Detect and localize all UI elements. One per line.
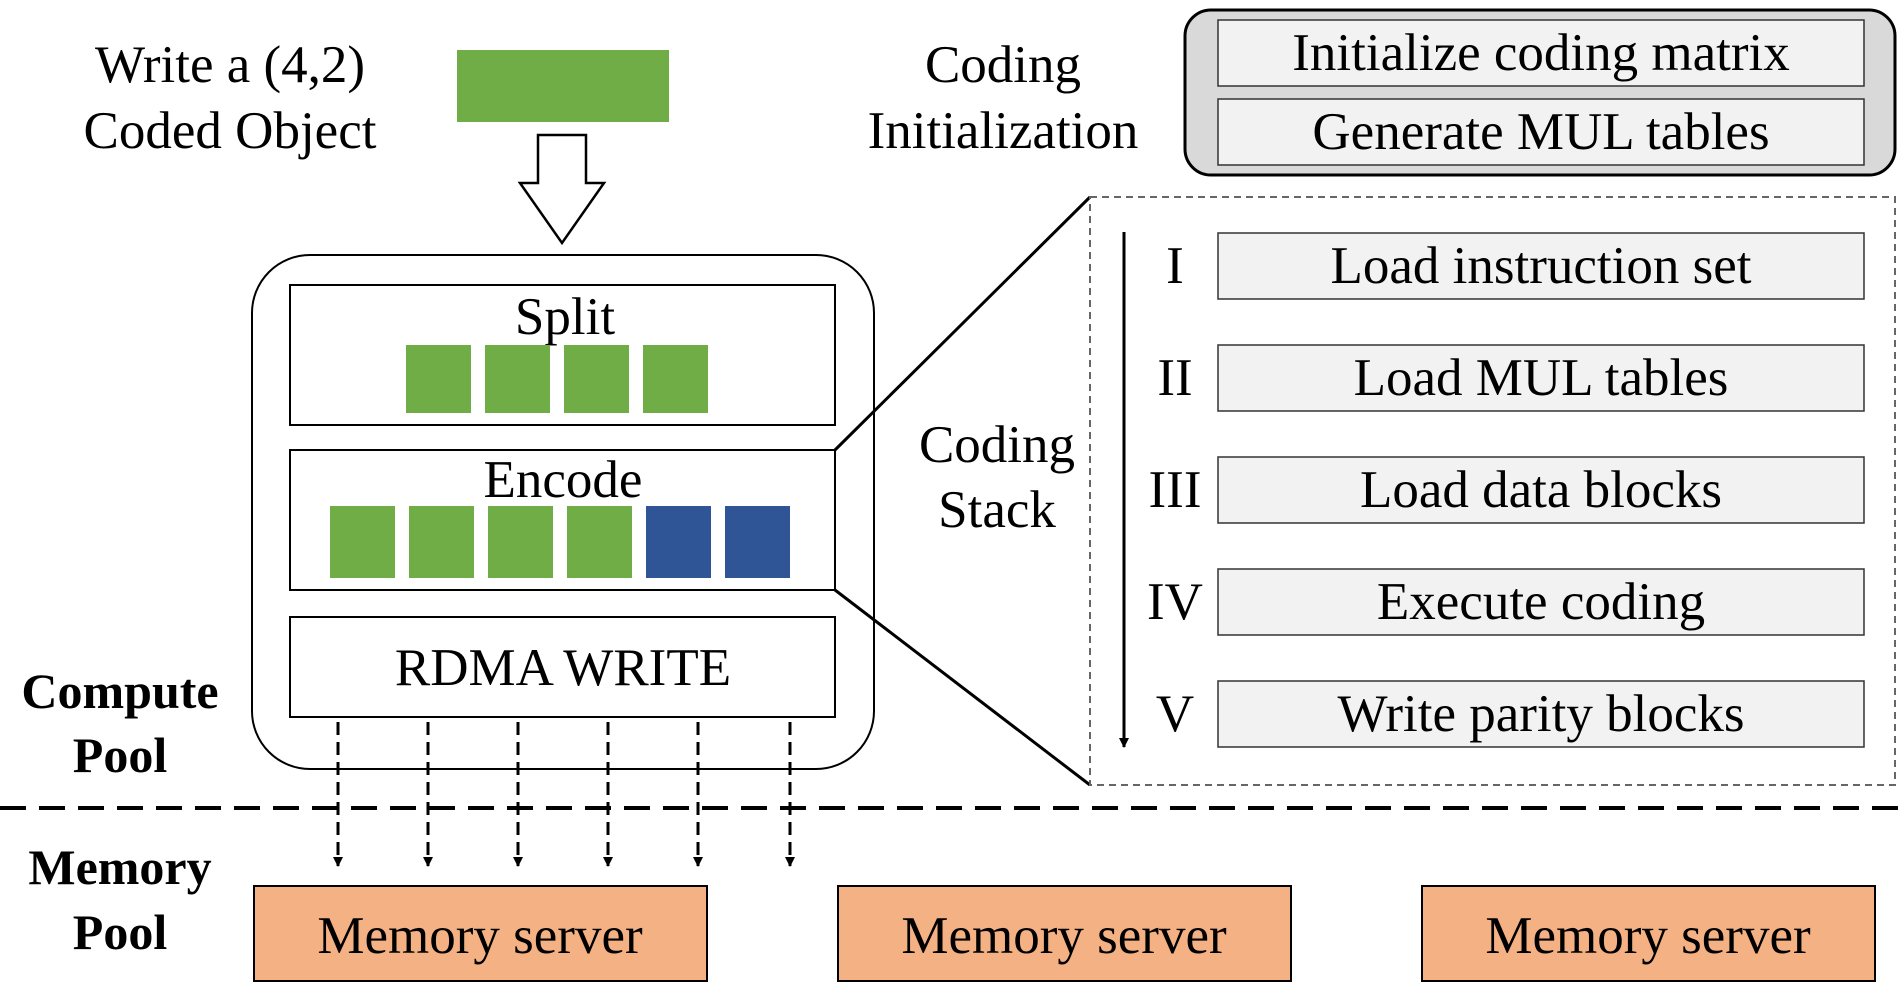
init-step-label: Generate MUL tables — [1312, 103, 1769, 161]
rdma-write-arrows — [333, 722, 795, 867]
stack-step-box — [1217, 344, 1865, 412]
stack-step-box — [1217, 680, 1865, 748]
stack-step-label: Load data blocks — [1360, 461, 1722, 519]
stack-step-numeral: II — [1157, 349, 1192, 407]
split-data-block — [564, 345, 629, 413]
object-title-line2: Coded Object — [84, 102, 377, 160]
zoom-connector-bottom — [834, 588, 1091, 787]
stack-step-box — [1217, 456, 1865, 524]
stack-step-numeral: III — [1149, 461, 1202, 519]
memory-server-label: Memory server — [317, 907, 643, 965]
coding-init-label-line2: Initialization — [868, 102, 1139, 160]
stack-step-label: Write parity blocks — [1337, 685, 1744, 743]
stack-step-label: Load MUL tables — [1354, 349, 1729, 407]
memory-server-box — [1421, 885, 1876, 982]
encode-stage-label: Encode — [484, 451, 643, 509]
stack-step-box — [1217, 568, 1865, 636]
encode-data-block — [330, 506, 395, 578]
encode-data-block — [567, 506, 632, 578]
memory-server-box — [837, 885, 1292, 982]
write-down-arrow — [517, 133, 607, 246]
memory-server-box — [253, 885, 708, 982]
split-data-block — [643, 345, 708, 413]
compute-pool-label-line2: Pool — [73, 727, 168, 783]
stack-step-label: Load instruction set — [1331, 237, 1752, 295]
coding-stack-label-line1: Coding — [919, 416, 1075, 474]
stack-step-label: Execute coding — [1377, 573, 1705, 631]
stack-step-box — [1217, 232, 1865, 300]
init-step-label: Initialize coding matrix — [1292, 24, 1789, 82]
init-step-box — [1217, 19, 1865, 87]
rdma-write-stage-box — [289, 616, 836, 718]
memory-pool-label-line1: Memory — [28, 839, 211, 895]
memory-pool-label-line2: Pool — [73, 904, 168, 960]
encode-parity-block — [725, 506, 790, 578]
memory-server-label: Memory server — [1485, 907, 1811, 965]
split-data-block — [485, 345, 550, 413]
stack-step-numeral: IV — [1147, 573, 1203, 631]
stack-step-numeral: I — [1166, 237, 1184, 295]
split-data-block — [406, 345, 471, 413]
encode-parity-block — [646, 506, 711, 578]
compute-pool-label-line1: Compute — [21, 663, 218, 719]
init-step-box — [1217, 98, 1865, 166]
coded-object-block — [457, 50, 669, 122]
split-stage-label: Split — [515, 288, 615, 346]
memory-server-label: Memory server — [901, 907, 1227, 965]
encode-data-block — [488, 506, 553, 578]
object-title-line1: Write a (4,2) — [95, 36, 365, 94]
split-stage-box — [289, 284, 836, 426]
coding-stack-panel — [1089, 196, 1896, 786]
zoom-connector-top — [833, 195, 1092, 452]
encode-data-block — [409, 506, 474, 578]
coding-init-label-line1: Coding — [925, 36, 1081, 94]
coding-stack-label-line2: Stack — [938, 481, 1056, 539]
rdma-write-label: RDMA WRITE — [395, 639, 731, 697]
stack-step-numeral: V — [1156, 685, 1194, 743]
